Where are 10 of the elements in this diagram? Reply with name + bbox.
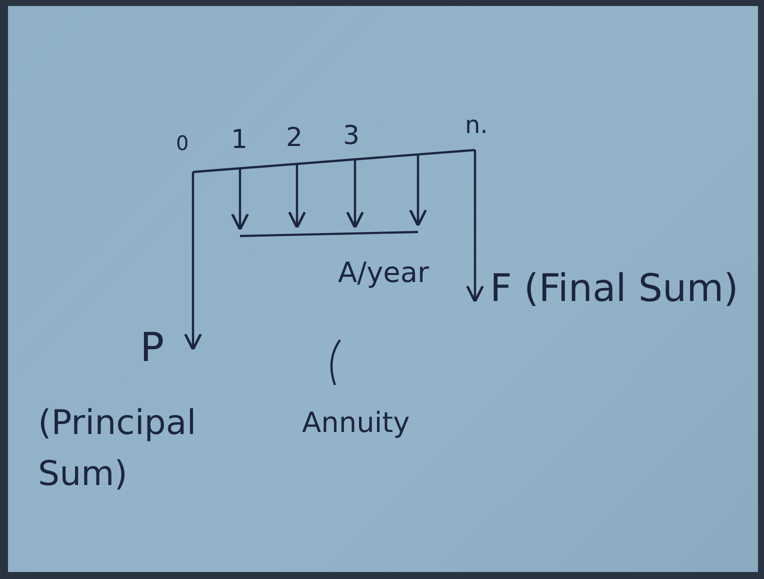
- cash-flow-label: A/year: [338, 258, 430, 289]
- period-number: 3: [343, 122, 360, 151]
- cash-flow-label: P: [140, 326, 164, 370]
- period-number: 0: [176, 132, 189, 154]
- period-number: 2: [286, 124, 303, 153]
- period-number: n.: [465, 112, 488, 138]
- period-number: 1: [231, 126, 248, 155]
- annotation-text: (Principal Sum): [38, 402, 198, 496]
- cash-flow-label: F (Final Sum): [490, 268, 738, 310]
- annotation-text: Annuity: [302, 408, 410, 439]
